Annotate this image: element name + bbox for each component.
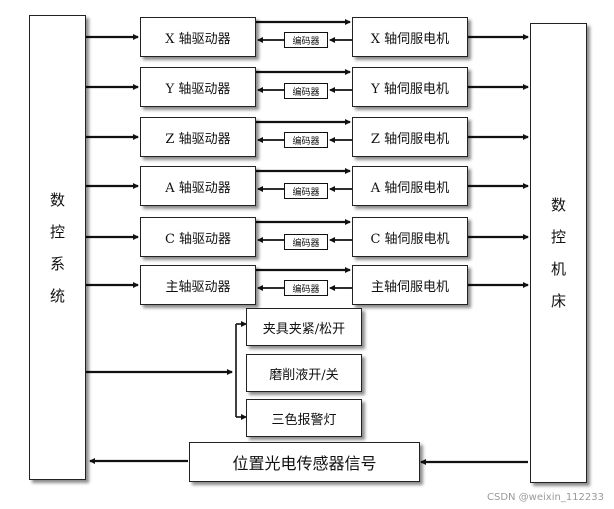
servo-motor-box: 主轴伺服电机 [352,265,468,305]
cnc-machine-label-char: 机 [550,260,566,278]
device-bracket [86,321,247,420]
encoder-box: 编码器 [284,32,328,48]
cnc-system-block: 数 控 系 统 [29,15,86,480]
cnc-machine-label-char: 数 [550,196,566,214]
servo-motor-box: X 轴伺服电机 [352,17,468,57]
cnc-machine-block: 数 控 机 床 [530,23,587,483]
cnc-system-label-char: 控 [49,222,65,241]
cnc-machine-label-char: 床 [550,292,566,310]
servo-motor-box: C 轴伺服电机 [352,217,468,257]
servo-motor-box: A 轴伺服电机 [352,166,468,206]
cnc-system-label-char: 统 [49,286,65,305]
coolant-device-box: 磨削液开/关 [246,354,362,392]
driver-box: A 轴驱动器 [140,166,256,206]
cnc-system-label-char: 系 [49,254,65,273]
encoder-box: 编码器 [284,234,328,250]
driver-box: Z 轴驱动器 [140,117,256,157]
alarm-light-box: 三色报警灯 [246,399,362,437]
driver-box: 主轴驱动器 [140,265,256,305]
driver-box: Y 轴驱动器 [140,67,256,107]
watermark: CSDN @weixin_112233 [486,492,604,503]
clamp-device-box: 夹具夹紧/松开 [246,308,362,346]
encoder-box: 编码器 [284,280,328,296]
servo-motor-box: Z 轴伺服电机 [352,117,468,157]
encoder-box: 编码器 [284,132,328,148]
servo-motor-box: Y 轴伺服电机 [352,67,468,107]
cnc-system-label-char: 数 [49,190,65,209]
cnc-machine-label-char: 控 [550,228,566,246]
sensor-arrows [89,458,528,465]
position-sensor-box: 位置光电传感器信号 [189,442,420,482]
encoder-box: 编码器 [284,183,328,199]
encoder-box: 编码器 [284,83,328,99]
driver-box: X 轴驱动器 [140,17,256,57]
driver-box: C 轴驱动器 [140,217,256,257]
